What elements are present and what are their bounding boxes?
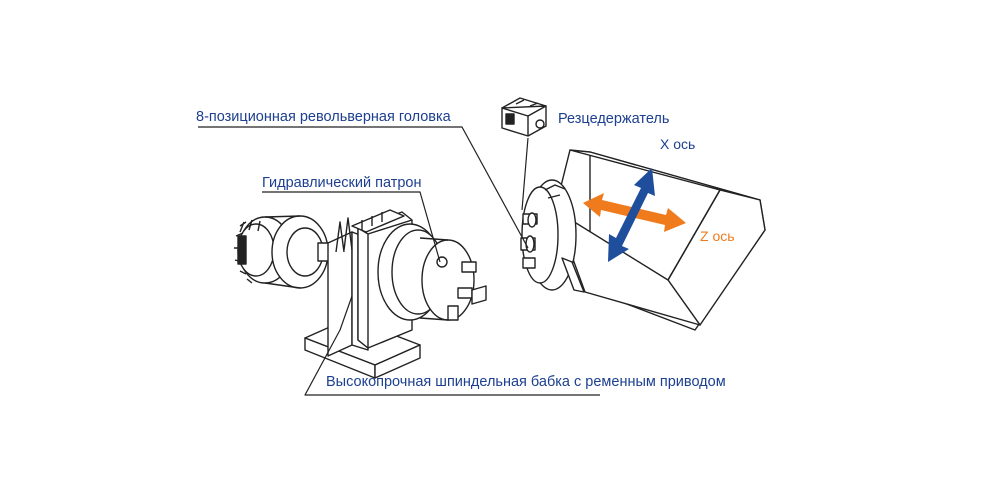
leader-spindle (304, 295, 600, 396)
hydraulic-chuck-drawing (419, 237, 487, 321)
label-chuck: Гидравлический патрон (262, 175, 422, 191)
x-axis-arrow (608, 168, 655, 262)
leader-lines (198, 126, 600, 396)
leader-turret (198, 126, 529, 249)
axis-arrows (583, 168, 686, 262)
turret-drawing (520, 179, 585, 293)
label-x-axis: X ось (660, 136, 696, 152)
turret-slide-drawing (554, 149, 766, 331)
label-z-axis: Z ось (700, 228, 735, 244)
label-spindle: Высокопрочная шпиндельная бабка с ременн… (326, 374, 726, 390)
label-turret: 8-позиционная револьверная головка (196, 109, 451, 125)
label-tool-holder: Резцедержатель (558, 111, 670, 127)
leader-tool-holder (521, 137, 529, 211)
tool-holder-drawing (501, 97, 547, 137)
leader-chuck (262, 191, 441, 263)
spindle-headstock-drawing (234, 209, 445, 379)
